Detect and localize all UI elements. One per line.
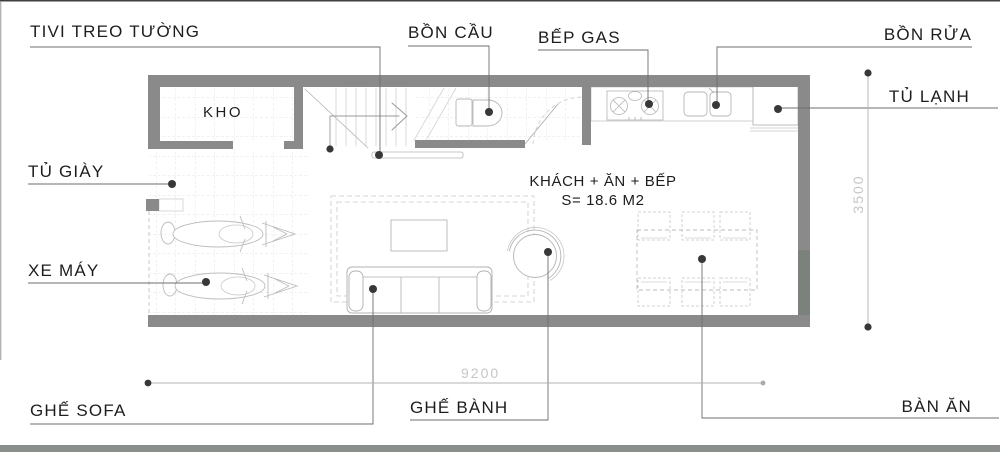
wall-bath-kitchen-stub [582, 87, 591, 145]
dot-ghe-banh [544, 248, 552, 256]
callout-ban-an: BÀN ĂN [901, 397, 972, 416]
marker-dots [168, 100, 782, 293]
wall-top [148, 75, 810, 87]
leader-bep-gas [538, 49, 649, 103]
dining-set [636, 211, 758, 307]
room-label-storage: KHO [203, 104, 244, 121]
fridge [752, 83, 799, 126]
wall-storage-right [294, 87, 303, 149]
callout-ghe-sofa: GHẾ SOFA [30, 401, 127, 420]
gas-stove [606, 90, 664, 121]
walk-line-start-dot [326, 145, 334, 153]
coffee-table [390, 219, 448, 252]
leader-tivi [30, 46, 381, 155]
wall-storage-stub [284, 141, 296, 149]
leader-ghe-banh [410, 252, 549, 421]
wall-storage-left [148, 87, 160, 149]
wall-right-shaded [798, 250, 810, 327]
dot-ban-an [698, 255, 706, 263]
storage-floor [160, 87, 294, 141]
callout-bon-rua: BỒN RỬA [883, 25, 972, 44]
wall-bathroom-bottom [415, 140, 525, 148]
stairs [304, 87, 408, 153]
leader-bon-cau [408, 45, 490, 112]
wall-storage-bottom [148, 141, 233, 149]
top-border-line [0, 0, 1000, 2]
sink-faucet [708, 87, 715, 94]
walls [146, 75, 810, 327]
sink-basin-right [709, 91, 732, 117]
toilet-tank [455, 98, 473, 127]
leader-ban-an [701, 259, 999, 419]
dot-bep-gas [645, 100, 653, 108]
kitchen [590, 83, 799, 132]
bottom-gray-bar [0, 445, 1000, 452]
room-area-value: S= 18.6 M2 [561, 192, 645, 209]
living-room [330, 151, 565, 314]
dining-chairs [637, 211, 751, 307]
leader-lines [28, 45, 999, 425]
stair-walk-line [329, 115, 400, 150]
callout-bep-gas: BẾP GAS [538, 28, 621, 47]
dimension-height-3500: 3500 [850, 174, 866, 214]
callout-tu-lanh: TỦ LẠNH [888, 87, 970, 106]
bathroom-door-swing [532, 96, 584, 145]
bathroom [413, 87, 584, 145]
leader-bon-rua [716, 46, 972, 104]
callout-tivi-treo-tuong: TIVI TREO TƯỜNG [30, 22, 201, 41]
dot-ghe-sofa [369, 285, 377, 293]
wall-entry-stub [146, 199, 159, 211]
stair-direction-arrow [391, 102, 408, 131]
tv-wall-mounted [371, 151, 464, 159]
dimension-lines [144, 69, 872, 387]
room-label-living: KHÁCH + ĂN + BẾP [529, 173, 677, 190]
left-border-line [0, 2, 2, 360]
armchair-round [507, 227, 565, 281]
dimension-width-9200: 9200 [461, 365, 501, 381]
dot-xe-may [202, 278, 210, 286]
wall-bottom [148, 315, 810, 327]
callout-xe-may: XE MÁY [28, 261, 100, 280]
callout-bon-cau: BỒN CẦU [408, 23, 494, 42]
dot-tivi [375, 151, 383, 159]
dot-bon-rua [712, 101, 720, 109]
callout-ghe-banh: GHẾ BÀNH [410, 398, 509, 417]
callout-tu-giay: TỦ GIÀY [28, 162, 105, 181]
bathroom-door-leaf [524, 103, 559, 145]
sofa [346, 266, 493, 314]
dot-tu-lanh [774, 105, 782, 113]
leader-ghe-sofa [30, 289, 374, 425]
dining-table [636, 229, 758, 291]
sink-basin-left [683, 91, 708, 117]
dot-bon-cau [485, 108, 493, 116]
dot-tu-giay [168, 180, 176, 188]
